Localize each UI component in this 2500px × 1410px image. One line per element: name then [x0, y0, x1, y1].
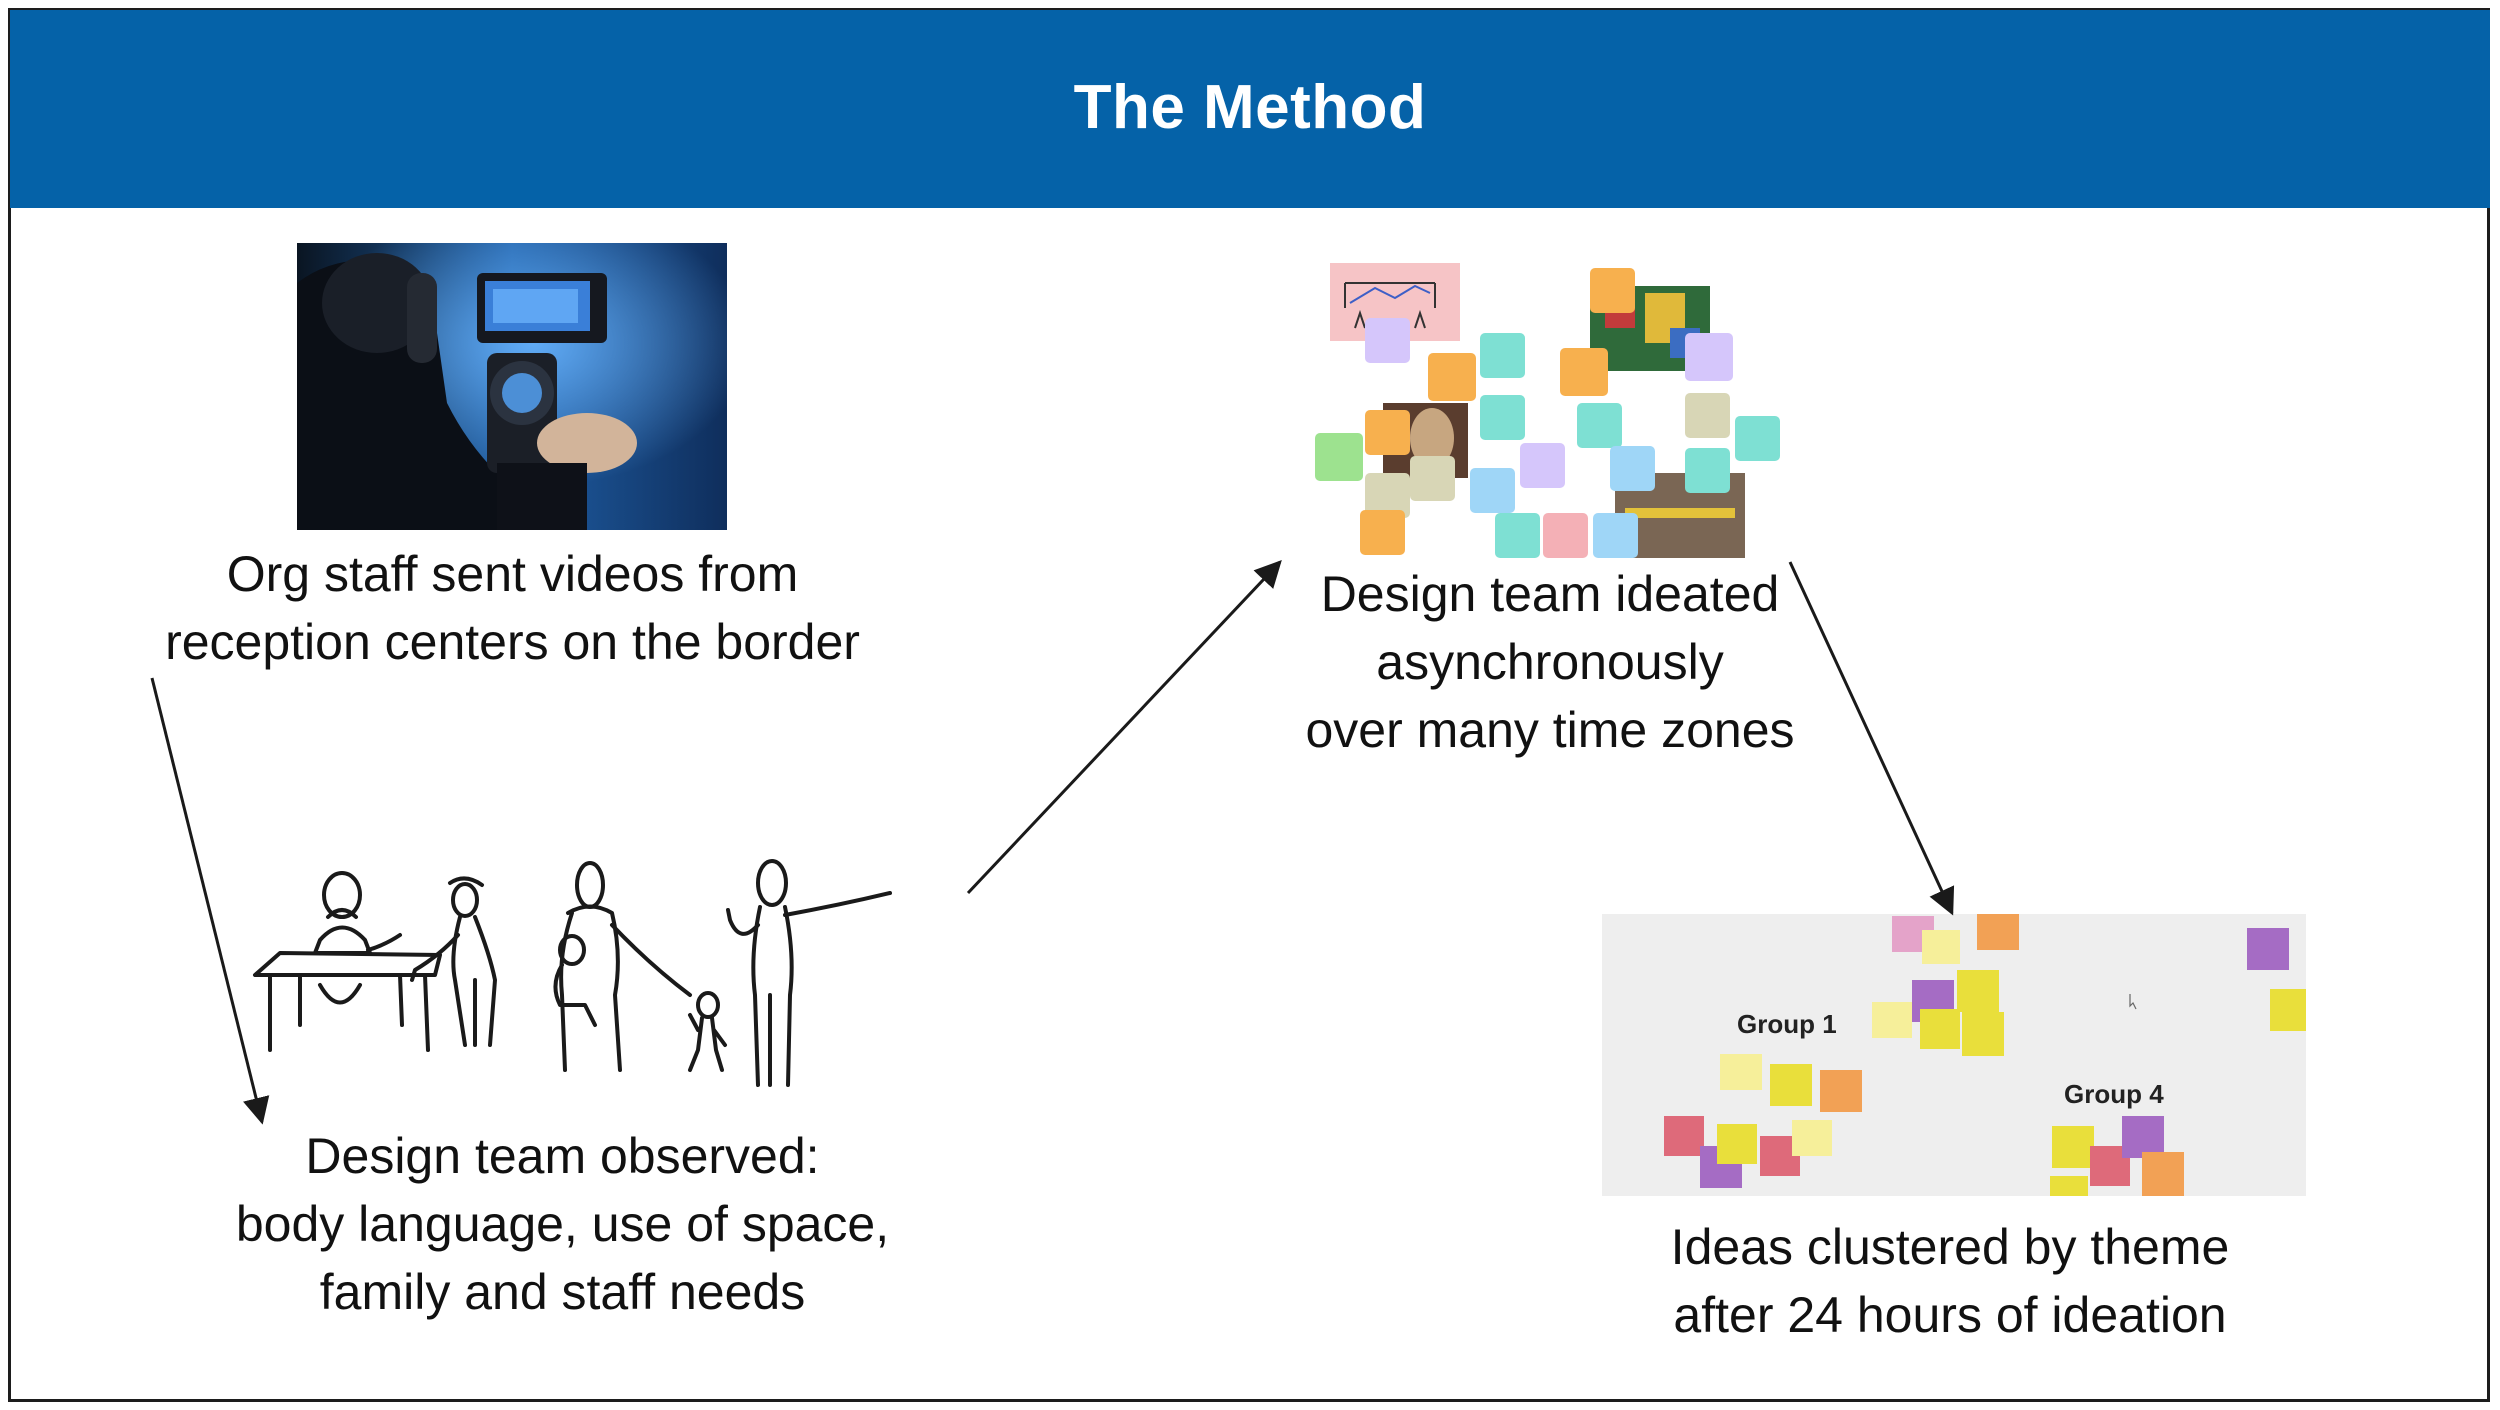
ideation-sticky-board: [1315, 258, 1785, 563]
title-banner: The Method: [10, 10, 2490, 208]
idea-cluster-screenshot: Group 1 Group 4: [1602, 914, 2306, 1196]
step-1-caption: Org staff sent videos from reception cen…: [165, 546, 860, 670]
step-3-caption: Design team observed: body language, use…: [235, 1128, 890, 1320]
step-4-caption: Ideas clustered by theme after 24 hours …: [1670, 1219, 2230, 1343]
arrow-step1-to-step3: [150, 677, 270, 1125]
group-4-label: Group 4: [2064, 1079, 2164, 1109]
camera-operator-photo: [297, 243, 727, 530]
observation-sketch: [250, 855, 970, 1110]
arrow-step3-to-step2: [966, 560, 1282, 895]
step-2-caption: Design team ideated asynchronously over …: [1305, 566, 1795, 758]
arrow-step2-to-step4: [1788, 561, 1955, 916]
slide-title: The Method: [1073, 73, 1427, 142]
group-1-label: Group 1: [1737, 1009, 1837, 1039]
